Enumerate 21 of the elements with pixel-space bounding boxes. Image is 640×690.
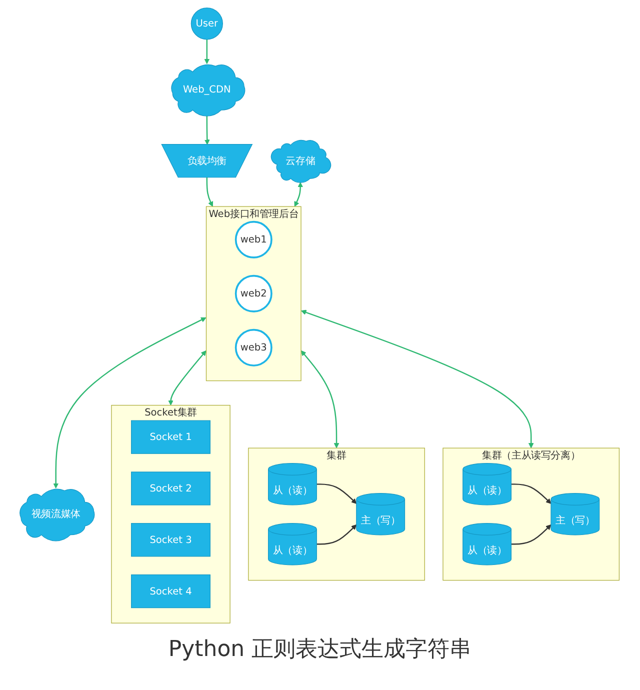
node-box: Socket 3 <box>131 522 211 556</box>
arrow <box>317 483 358 504</box>
arrow <box>204 38 210 64</box>
node-circle: User <box>191 7 224 40</box>
node-box: Socket 1 <box>131 420 211 454</box>
node-box: Socket 2 <box>131 471 211 505</box>
arrow <box>512 483 552 504</box>
arrow <box>54 316 207 488</box>
arrow <box>301 350 340 448</box>
caption: Python 正则表达式生成字符串 <box>167 636 473 664</box>
node-circle: web3 <box>235 328 273 366</box>
arrow <box>301 309 534 448</box>
arrow <box>168 350 207 405</box>
arrow <box>204 114 210 144</box>
arrow <box>294 182 304 206</box>
arrow <box>512 524 552 544</box>
arrow <box>317 524 358 544</box>
node-box: Socket 4 <box>131 574 211 608</box>
node-circle: web1 <box>235 220 273 258</box>
arrow <box>206 176 214 206</box>
node-circle: web2 <box>235 274 273 312</box>
